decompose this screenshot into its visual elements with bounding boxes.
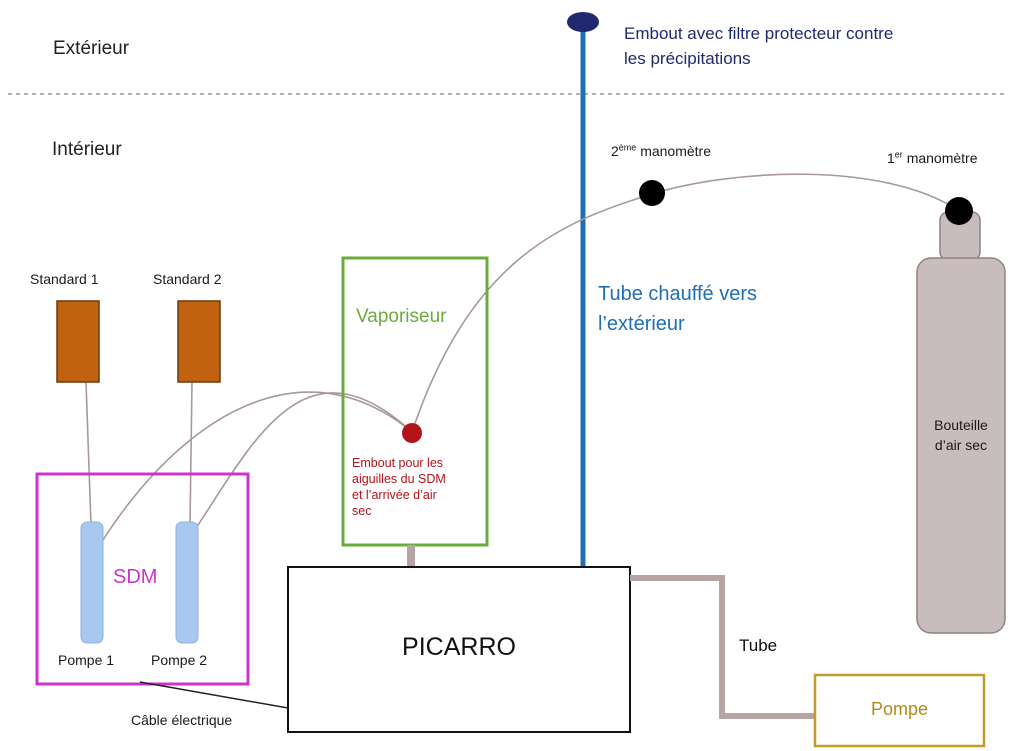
filter-tip-label-line1: Embout avec filtre protecteur contre (624, 24, 894, 43)
vaporiseur-title: Vaporiseur (356, 306, 447, 327)
heated-tube-label: Tube chauffé vers l’extérieur (598, 279, 757, 339)
manometer-1-icon (945, 197, 973, 225)
standard-2-label: Standard 2 (153, 271, 222, 287)
manometer-2-text: manomètre (636, 143, 712, 159)
bottle-label: Bouteille d’air sec (917, 415, 1005, 455)
pompe-box (813, 673, 986, 748)
bottle-label-line1: Bouteille (934, 417, 988, 433)
filter-tip-icon (567, 12, 599, 32)
pompe-2-body (175, 521, 199, 644)
manometer-2-label: 2ème manomètre (611, 143, 711, 159)
standard-2-box (177, 300, 221, 383)
tube-to-pompe (630, 575, 815, 719)
heated-tube-label-line2: l’extérieur (598, 313, 685, 335)
bottle-body (916, 257, 1006, 634)
standard2-line (189, 381, 193, 526)
standard-1-label: Standard 1 (30, 271, 99, 287)
manometer-1-num: 1 (887, 150, 895, 166)
cable-label: Câble électrique (131, 712, 233, 728)
pompe-1-label: Pompe 1 (58, 652, 115, 668)
embout-red-dot (402, 423, 422, 443)
electric-cable (139, 681, 289, 709)
manometer-2-num: 2 (611, 143, 619, 159)
needle-line-2 (187, 392, 413, 541)
manometer-1-sup: er (894, 149, 903, 160)
picarro-box (287, 566, 631, 733)
embout-label-line2: aiguilles du SDM (352, 472, 446, 486)
embout-label: Embout pour les aiguilles du SDM et l’ar… (352, 455, 446, 519)
embout-label-line3: et l’arrivée d’air (352, 488, 437, 502)
manometer-1-label: 1er manomètre (887, 150, 978, 166)
manometer-2-icon (639, 180, 665, 206)
filter-tip-label-line2: les précipitations (624, 49, 751, 68)
sdm-title: SDM (113, 566, 158, 588)
filter-tip-label: Embout avec filtre protecteur contre les… (624, 21, 893, 71)
manometer-2-sup: ème (618, 142, 637, 153)
heated-tube-label-line1: Tube chauffé vers (598, 283, 757, 305)
sdm-box (35, 472, 250, 686)
embout-label-line1: Embout pour les (352, 456, 444, 470)
tube-label: Tube (739, 636, 778, 655)
needle-line-1 (102, 391, 413, 541)
vaporiseur-connector (407, 545, 415, 567)
picarro-label: PICARRO (402, 633, 516, 661)
manometer-1-text: manomètre (902, 150, 978, 166)
exterior-label: Extérieur (53, 38, 130, 59)
bottle-label-line2: d’air sec (934, 437, 988, 453)
pompe-label: Pompe (870, 699, 929, 719)
standard-1-box (56, 300, 100, 383)
pompe-2-label: Pompe 2 (151, 652, 208, 668)
interior-label: Intérieur (52, 139, 122, 160)
embout-label-line4: sec (352, 504, 372, 518)
standard1-line (85, 381, 92, 526)
pompe-1-body (80, 521, 104, 644)
